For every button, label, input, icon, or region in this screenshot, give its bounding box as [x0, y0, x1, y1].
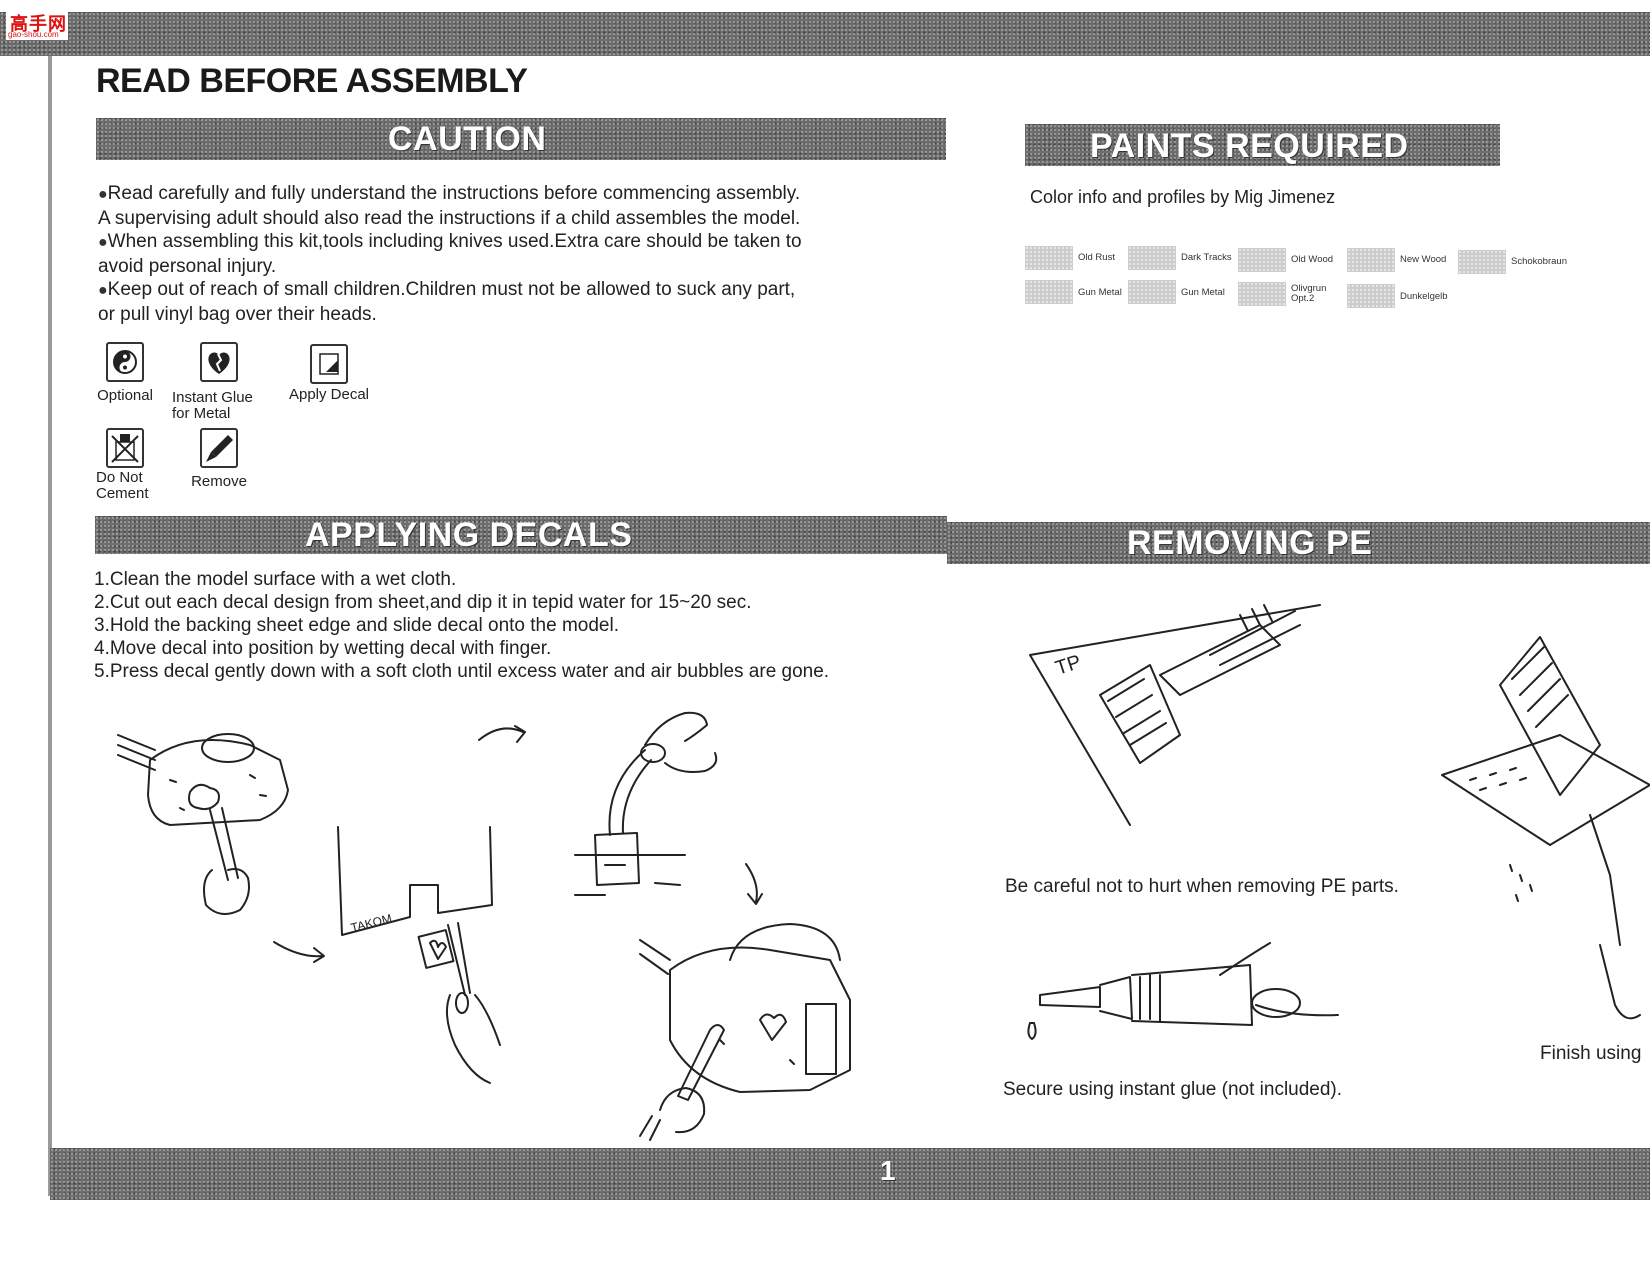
pe-removal-illustration: TP — [1029, 604, 1321, 826]
decals-title: APPLYING DECALS — [305, 516, 633, 554]
page-heading: READ BEFORE ASSEMBLY — [96, 62, 528, 100]
watermark-subtext: gao-shou.com — [8, 30, 59, 39]
apply-decal-icon — [310, 344, 348, 384]
removing-pe-bar: REMOVING PE — [947, 522, 1650, 564]
caution-line: ●Keep out of reach of small children.Chi… — [98, 279, 796, 300]
paint-name: Gun Metal — [1181, 287, 1225, 298]
pe-caption-careful: Be careful not to hurt when removing PE … — [1005, 876, 1399, 897]
decal-steps: 1.Clean the model surface with a wet clo… — [94, 568, 954, 683]
arrow-icon — [478, 725, 526, 743]
watermark-text: 高手网 — [10, 14, 67, 34]
paint-name: Dark Tracks — [1181, 252, 1232, 263]
decal-wet-cloth-illustration — [117, 733, 289, 915]
caution-text: ●Read carefully and fully understand the… — [98, 182, 918, 326]
optional-label: Optional — [97, 387, 153, 404]
remove-label: Remove — [191, 473, 247, 490]
paint-name: Gun Metal — [1078, 287, 1122, 298]
site-watermark: 高手网 gao-shou.com — [6, 10, 68, 40]
arrow-icon — [745, 863, 763, 905]
page-number: 1 — [880, 1155, 896, 1186]
paint-name: Old Rust — [1078, 252, 1115, 263]
glue-bottle-illustration — [1027, 942, 1339, 1040]
decals-bar: APPLYING DECALS — [95, 516, 947, 554]
arrow-icon — [273, 941, 325, 963]
instant-glue-icon — [200, 342, 238, 382]
do-not-cement-icon — [106, 428, 144, 468]
caution-line: ●When assembling this kit,tools includin… — [98, 231, 802, 252]
paint-credit: Color info and profiles by Mig Jimenez — [1030, 187, 1336, 207]
do-not-cement-label: Do Not Cement — [96, 469, 149, 502]
decal-water-illustration — [574, 711, 718, 896]
paints-bar: PAINTS REQUIRED — [1025, 124, 1500, 166]
paint-swatch — [1238, 282, 1286, 306]
instant-glue-label: Instant Glue for Metal — [172, 389, 253, 422]
bullet-icon: ● — [98, 282, 108, 299]
paint-swatch — [1458, 250, 1506, 274]
apply-decal-label: Apply Decal — [288, 386, 370, 403]
bullet-icon: ● — [98, 186, 108, 203]
paint-name: Old Wood — [1291, 254, 1334, 265]
paint-swatch — [1128, 280, 1176, 304]
caution-line: or pull vinyl bag over their heads. — [98, 303, 377, 325]
decal-step: 4.Move decal into position by wetting de… — [94, 638, 552, 659]
removing-pe-title: REMOVING PE — [1127, 524, 1373, 562]
paint-swatch — [1238, 248, 1286, 272]
optional-icon — [106, 342, 144, 382]
paints-title: PAINTS REQUIRED — [1090, 127, 1409, 165]
remove-icon — [200, 428, 238, 468]
caution-line: A supervising adult should also read the… — [98, 207, 801, 229]
bullet-icon: ● — [98, 234, 108, 251]
pe-fret-label: TP — [1053, 651, 1084, 680]
paint-swatch — [1025, 280, 1073, 304]
decal-step: 5.Press decal gently down with a soft cl… — [94, 661, 830, 682]
paint-swatch — [1347, 248, 1395, 272]
decal-step: 2.Cut out each decal design from sheet,a… — [94, 592, 752, 613]
pe-finish-illustration — [1441, 636, 1650, 1020]
caution-line: avoid personal injury. — [98, 255, 277, 277]
paint-name: Schokobraun — [1511, 256, 1567, 267]
caution-title: CAUTION — [388, 120, 547, 158]
decal-cut-illustration: TAKOM — [337, 826, 501, 1084]
caution-line: ●Read carefully and fully understand the… — [98, 183, 801, 204]
pe-caption-glue: Secure using instant glue (not included)… — [1003, 1079, 1343, 1100]
decal-step: 3.Hold the backing sheet edge and slide … — [94, 615, 619, 636]
left-binding-edge — [48, 56, 52, 1196]
sheet-label: TAKOM — [349, 911, 393, 935]
paint-name: Olivgrun Opt.2 — [1291, 283, 1327, 304]
caution-bar: CAUTION — [96, 118, 946, 160]
pe-caption-finish: Finish using — [1540, 1043, 1642, 1064]
decal-press-illustration — [639, 923, 851, 1141]
paint-swatch — [1347, 284, 1395, 308]
decal-step: 1.Clean the model surface with a wet clo… — [94, 569, 457, 590]
paint-name: Dunkelgelb — [1400, 291, 1448, 302]
paint-name: New Wood — [1400, 254, 1447, 265]
paint-swatch — [1128, 246, 1176, 270]
paint-swatch — [1025, 246, 1073, 270]
footer-band — [50, 1148, 1650, 1200]
top-band — [0, 12, 1650, 56]
